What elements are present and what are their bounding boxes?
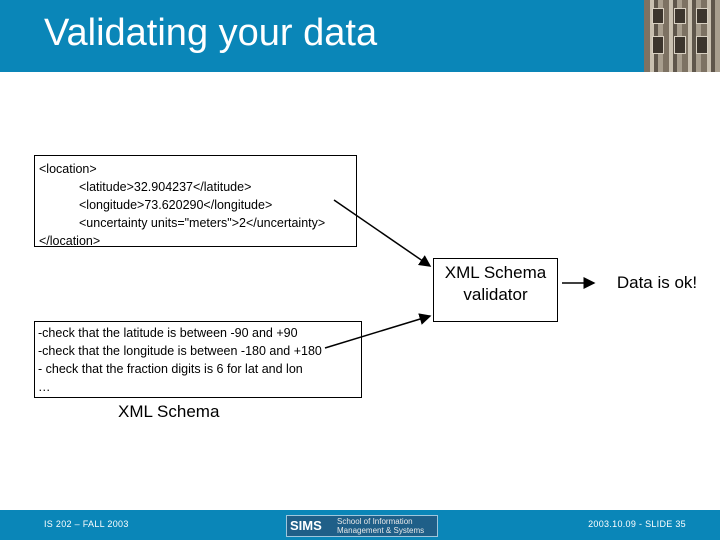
xml-line: <latitude>32.904237</latitude> (79, 180, 252, 194)
title-bar: Validating your data (0, 0, 720, 72)
logo-sub-line1: School of Information (337, 517, 413, 526)
building-photo (644, 0, 720, 72)
sims-logo: SIMS School of Information Management & … (286, 515, 438, 537)
arrow-schema-to-validator (324, 313, 432, 349)
schema-caption: XML Schema (118, 402, 220, 421)
rule-line: - check that the fraction digits is 6 fo… (38, 362, 303, 376)
rule-line: -check that the latitude is between -90 … (38, 326, 298, 340)
rule-line: -check that the longitude is between -18… (38, 344, 322, 358)
logo-sub-line2: Management & Systems (337, 526, 425, 535)
validator-label-line2: validator (463, 285, 528, 304)
validator-box: XML Schema validator (433, 258, 558, 322)
xml-line: </location> (39, 234, 101, 248)
slide-title: Validating your data (44, 12, 378, 54)
xml-line: <longitude>73.620290</longitude> (79, 198, 273, 212)
logo-sub-text: School of Information Management & Syste… (337, 517, 424, 535)
rule-line: … (38, 380, 51, 394)
footer-bar: IS 202 – FALL 2003 SIMS School of Inform… (0, 510, 720, 540)
validator-label-line1: XML Schema (444, 263, 547, 282)
arrow-xml-to-validator (333, 199, 432, 267)
slide-number: 2003.10.09 - SLIDE 35 (588, 519, 686, 529)
xml-line: <uncertainty units="meters">2</uncertain… (79, 216, 326, 230)
logo-main-text: SIMS (290, 518, 322, 533)
schema-rules-box: -check that the latitude is between -90 … (34, 321, 362, 398)
result-label: Data is ok! (616, 273, 698, 292)
xml-line: <location> (39, 162, 97, 176)
course-label: IS 202 – FALL 2003 (44, 519, 129, 529)
xml-document-box: <location> <latitude>32.904237</latitude… (34, 155, 357, 248)
